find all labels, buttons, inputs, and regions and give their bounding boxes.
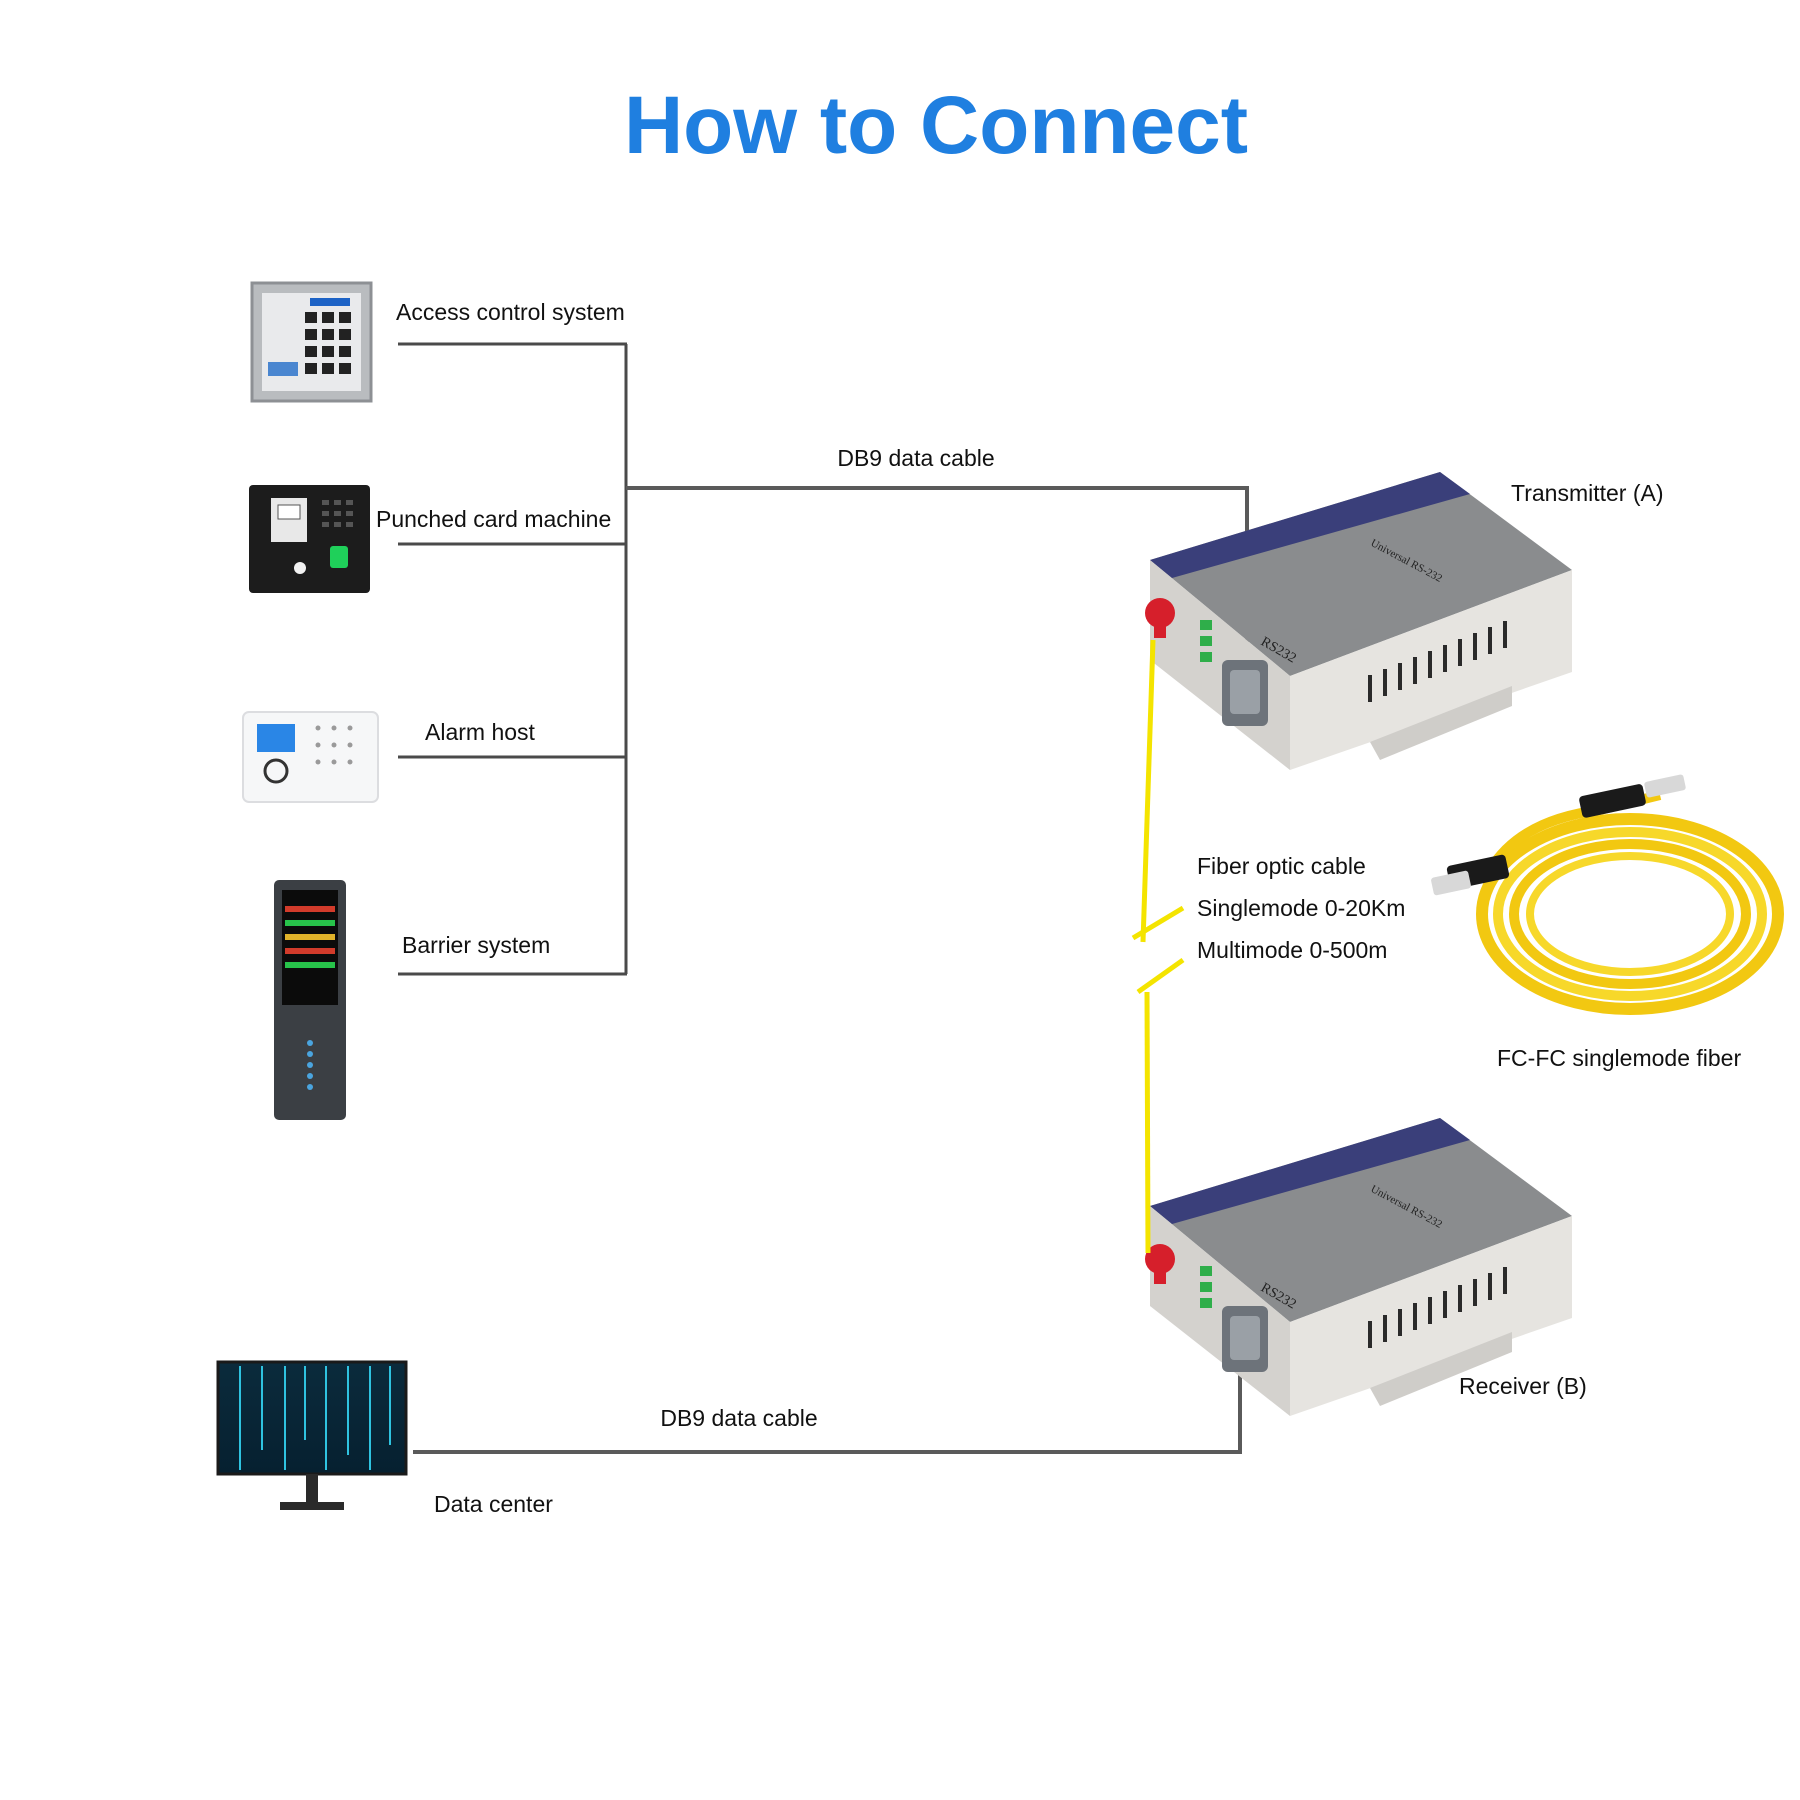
device-bus-wiring	[398, 342, 628, 976]
db9-cable-bottom	[413, 1340, 1242, 1454]
transmitter-label: Transmitter (A)	[1511, 480, 1664, 506]
barrier-display-icon	[274, 880, 346, 1120]
card-reader-icon	[249, 485, 370, 593]
fiber-optic-line	[1131, 639, 1185, 1254]
multimode-label: Multimode 0-500m	[1197, 937, 1387, 963]
punched-card-label: Punched card machine	[376, 506, 611, 532]
receiver-device: RS232 Universal RS-232	[1145, 1118, 1572, 1416]
fiber-coil-icon	[1431, 774, 1784, 1015]
receiver-label: Receiver (B)	[1459, 1373, 1587, 1399]
keypad-icon	[250, 281, 373, 403]
monitor-icon	[216, 1360, 408, 1510]
alarm-host-label: Alarm host	[425, 719, 536, 745]
data-center-label: Data center	[434, 1491, 553, 1517]
db9-top-label: DB9 data cable	[837, 445, 994, 471]
db9-bottom-label: DB9 data cable	[660, 1405, 817, 1431]
alarm-panel-icon	[242, 711, 379, 803]
fc-fc-label: FC-FC singlemode fiber	[1497, 1045, 1741, 1071]
barrier-label: Barrier system	[402, 932, 550, 958]
access-control-label: Access control system	[396, 299, 625, 325]
transmitter-device: RS232 Universal RS-232	[1145, 472, 1572, 770]
page-title: How to Connect	[624, 80, 1248, 171]
fiber-cable-title: Fiber optic cable	[1197, 853, 1366, 879]
singlemode-label: Singlemode 0-20Km	[1197, 895, 1405, 921]
